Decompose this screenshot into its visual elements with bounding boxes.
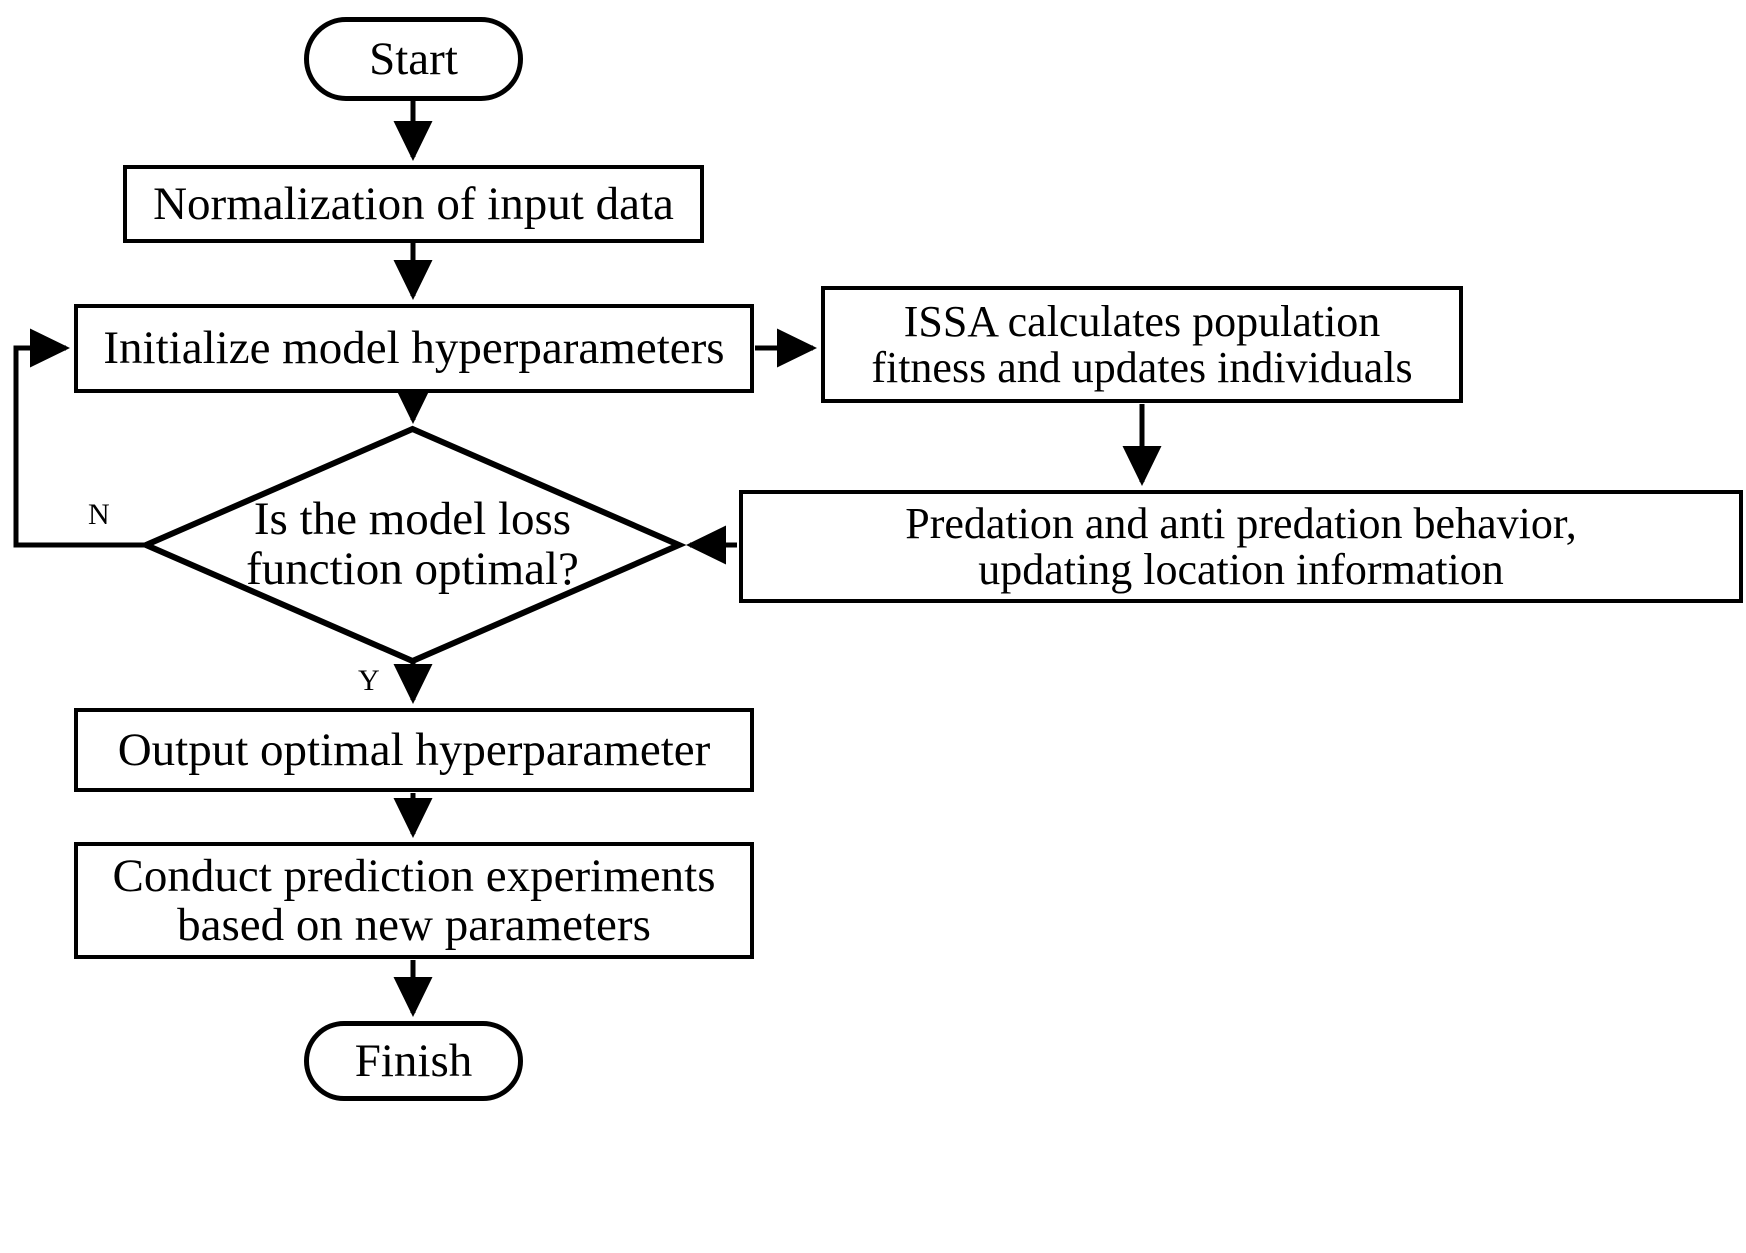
edge-label-no: N bbox=[88, 498, 110, 531]
node-finish-label: Finish bbox=[354, 1034, 473, 1087]
node-finish[interactable]: Finish bbox=[304, 1021, 523, 1101]
node-decision-is-model-loss-optimal[interactable]: Is the model loss function optimal? bbox=[144, 427, 681, 663]
node-initialize-label: Initialize model hyperparameters bbox=[103, 322, 725, 375]
node-output-optimal-hyperparameter[interactable]: Output optimal hyperparameter bbox=[74, 708, 754, 792]
node-start-label: Start bbox=[369, 32, 458, 85]
node-normalization-label: Normalization of input data bbox=[153, 177, 674, 230]
node-start[interactable]: Start bbox=[304, 17, 523, 101]
node-conduct-prediction-experiments[interactable]: Conduct prediction experiments based on … bbox=[74, 842, 754, 959]
decision-diamond-shape bbox=[144, 427, 681, 663]
node-conduct-label: Conduct prediction experiments based on … bbox=[112, 849, 716, 951]
node-predation-and-anti-predation-behavior[interactable]: Predation and anti predation behavior, u… bbox=[739, 490, 1743, 603]
edge-label-yes: Y bbox=[358, 664, 380, 697]
node-initialize-model-hyperparameters[interactable]: Initialize model hyperparameters bbox=[74, 304, 754, 393]
node-output-label: Output optimal hyperparameter bbox=[117, 723, 711, 776]
node-normalization-of-input-data[interactable]: Normalization of input data bbox=[123, 165, 704, 243]
node-issa-calculates-population-fitness[interactable]: ISSA calculates population fitness and u… bbox=[821, 286, 1463, 403]
node-decision-label: Is the model loss function optimal? bbox=[246, 493, 579, 595]
node-predation-label: Predation and anti predation behavior, u… bbox=[905, 498, 1577, 594]
node-issa-label: ISSA calculates population fitness and u… bbox=[871, 296, 1413, 392]
